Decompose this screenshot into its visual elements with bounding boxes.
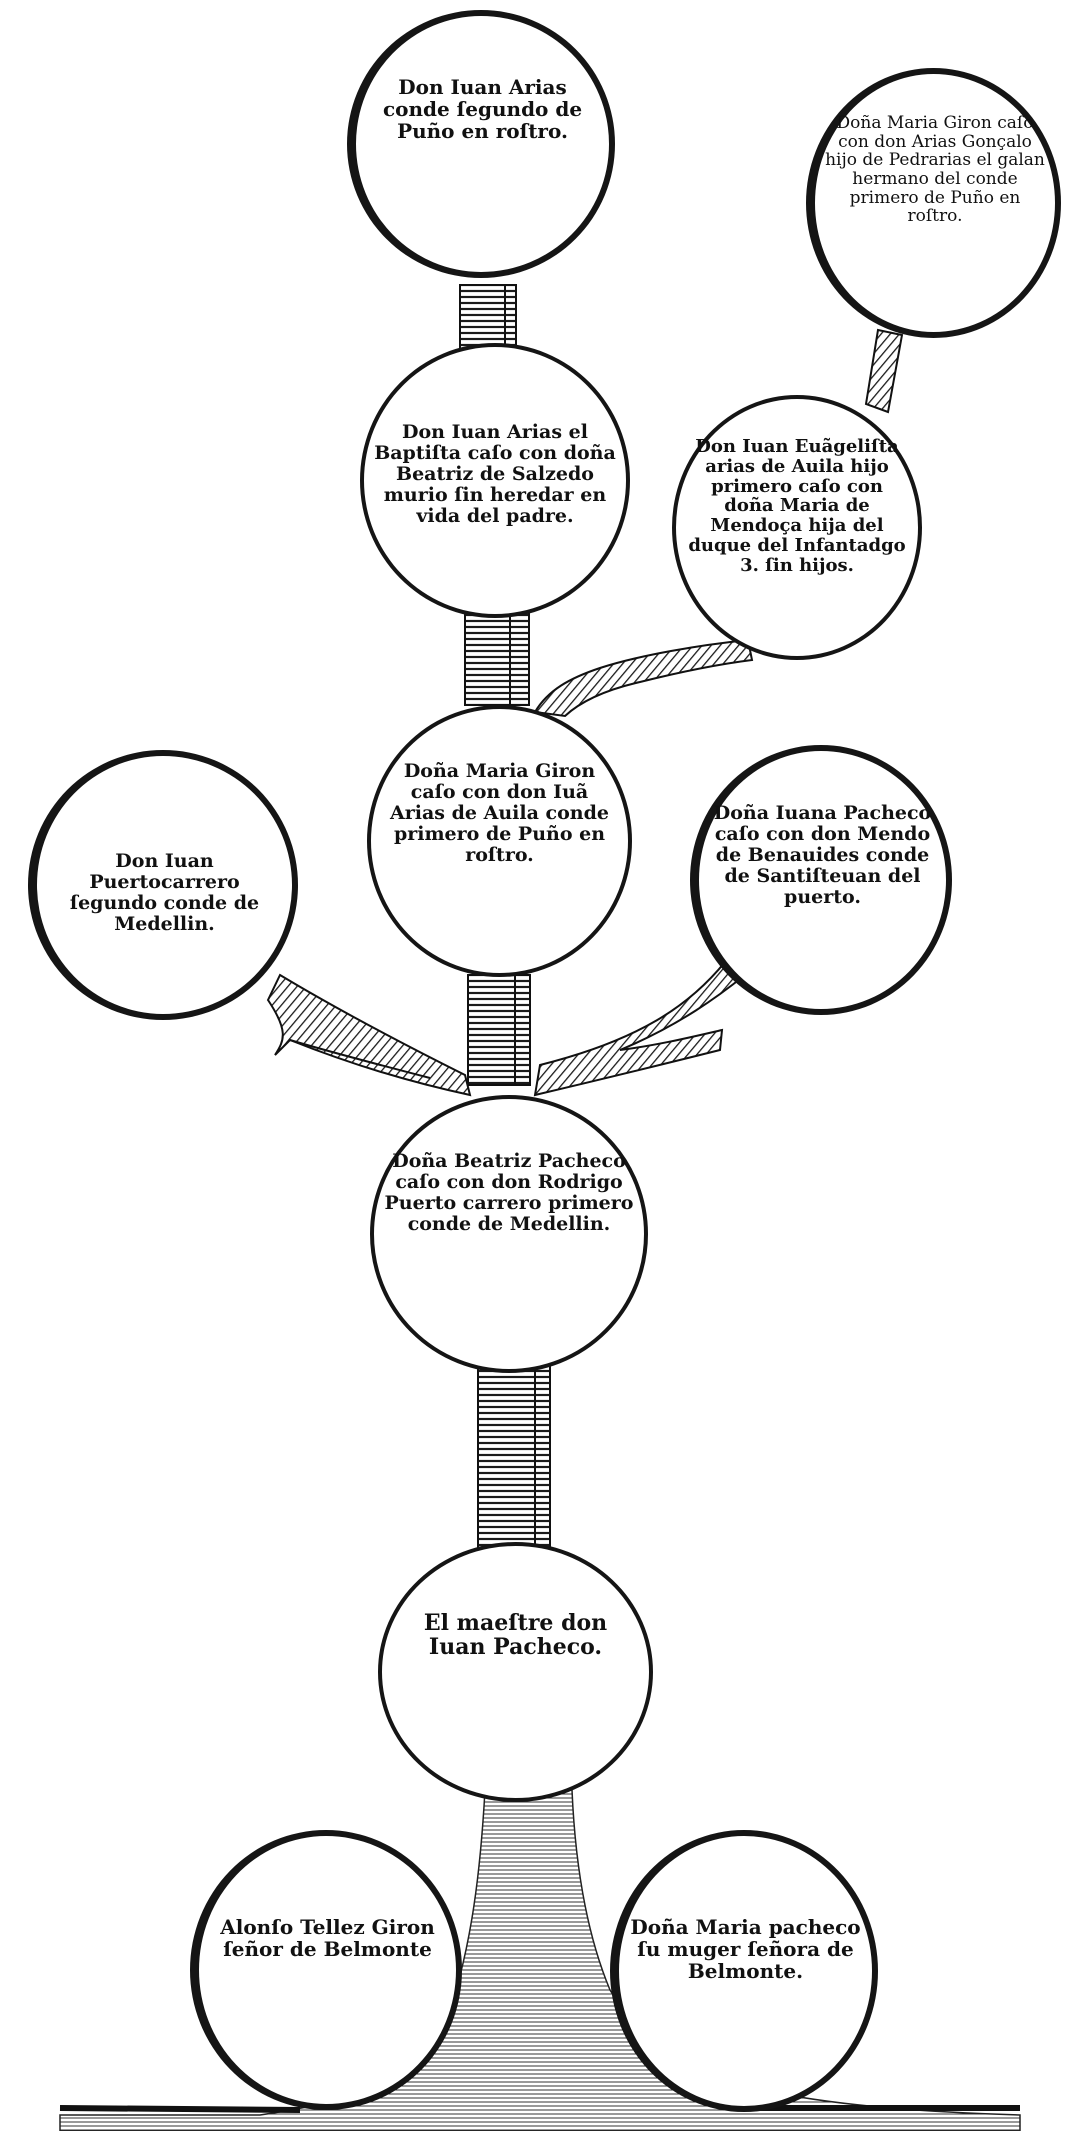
node-beatriz-pacheco: Doña Beatriz Pacheco caſo con don Rodrig… — [370, 1095, 648, 1373]
branch-juana — [533, 960, 747, 1097]
node-juan-puertocarrero-label: Don Iuan Puertocarrero ſegundo conde de … — [69, 850, 260, 935]
node-juan-puertocarrero: Don Iuan Puertocarrero ſegundo conde de … — [28, 750, 298, 1020]
node-maria-giron-mid: Doña Maria Giron caſo con don Iuã Arias … — [367, 705, 632, 977]
node-maestre-juan-pacheco-label: El maeſtre don Iuan Pacheco. — [423, 1610, 608, 1661]
branch-puertocarrero — [266, 973, 472, 1097]
node-maria-giron-mid-label: Doña Maria Giron caſo con don Iuã Arias … — [390, 760, 609, 866]
node-juana-pacheco-label: Doña Iuana Pacheco caſo con don Mendo de… — [713, 802, 932, 908]
node-juan-evangelista: Don Iuan Euãgeliſta arias de Auila hijo … — [672, 395, 922, 660]
node-maria-giron-top-label: Doña Maria Giron caſo con don Arias Gonç… — [825, 113, 1045, 227]
node-juan-arias-baptista: Don Iuan Arias el Baptiſta caſo con doña… — [360, 343, 630, 618]
node-maestre-juan-pacheco: El maeſtre don Iuan Pacheco. — [378, 1542, 653, 1802]
branch-evangelista — [533, 638, 754, 718]
branch-mid-lower — [467, 974, 531, 1086]
node-alonso-tellez: Alonſo Tellez Giron ſeñor de Belmonte — [190, 1830, 462, 2110]
node-maria-pacheco: Doña Maria pacheco ſu muger ſeñora de Be… — [610, 1830, 878, 2112]
node-juan-arias-baptista-label: Don Iuan Arias el Baptiſta caſo con doña… — [374, 421, 616, 527]
branch-top — [459, 284, 517, 354]
node-juan-evangelista-label: Don Iuan Euãgeliſta arias de Auila hijo … — [688, 436, 906, 576]
node-maria-giron-top: Doña Maria Giron caſo con don Arias Gonç… — [806, 68, 1061, 338]
node-maria-pacheco-label: Doña Maria pacheco ſu muger ſeñora de Be… — [630, 1915, 861, 1983]
node-alonso-tellez-label: Alonſo Tellez Giron ſeñor de Belmonte — [220, 1915, 435, 1961]
branch-right-top — [864, 328, 904, 414]
node-beatriz-pacheco-label: Doña Beatriz Pacheco caſo con don Rodrig… — [384, 1150, 634, 1235]
branch-mid-upper — [464, 609, 530, 706]
branch-lower — [477, 1364, 551, 1561]
node-juana-pacheco: Doña Iuana Pacheco caſo con don Mendo de… — [690, 745, 952, 1015]
node-juan-arias-segundo: Don Iuan Arias conde ſegundo de Puño en … — [347, 10, 615, 278]
node-juan-arias-segundo-label: Don Iuan Arias conde ſegundo de Puño en … — [382, 75, 583, 143]
